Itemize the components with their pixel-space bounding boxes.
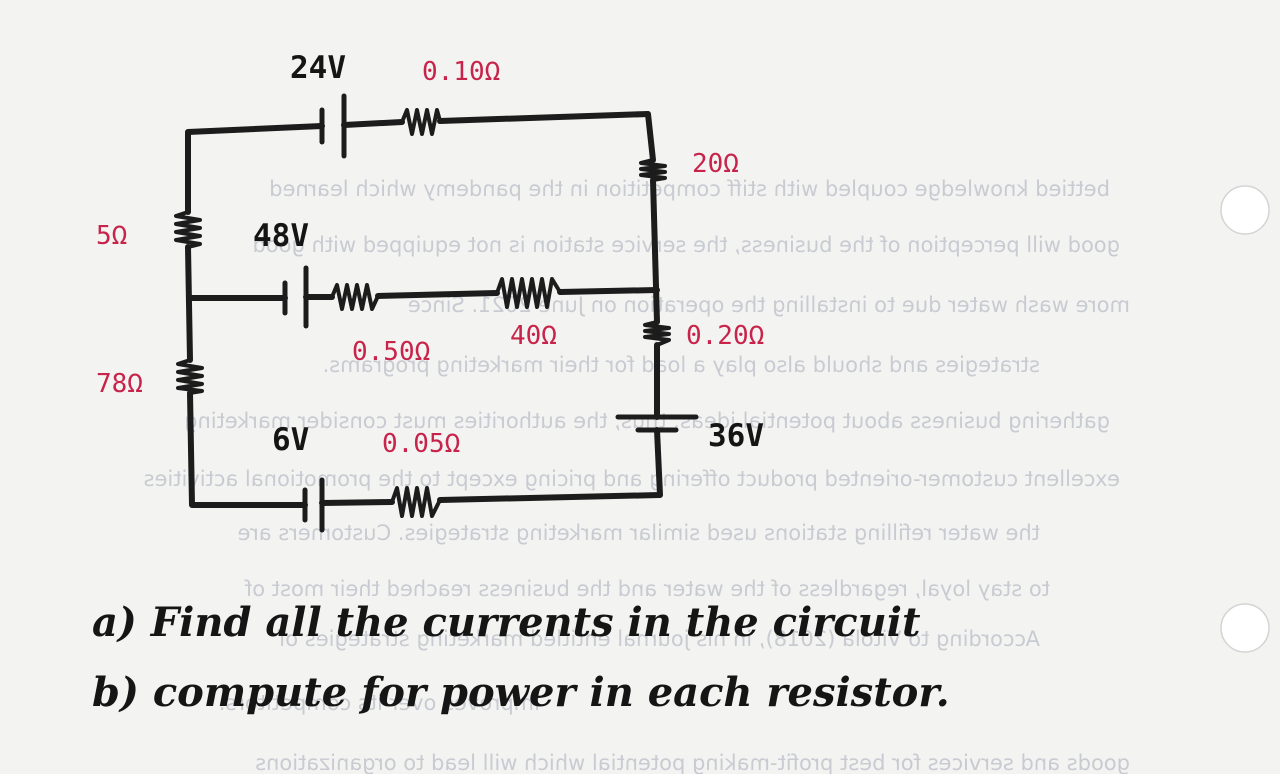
show-through-line: excellent customer-oriented product offe… (144, 467, 1120, 491)
show-through-line: good will perception of the business, th… (252, 233, 1120, 257)
battery-6v (302, 477, 325, 533)
binder-hole (1220, 603, 1270, 653)
label-0-05-ohm: 0.05Ω (382, 429, 460, 459)
show-through-line: According to Vitola (2018), in his journ… (277, 627, 1040, 651)
show-through-line: the water refilling stations used simila… (238, 521, 1040, 545)
resistor-0-20-ohm (643, 320, 671, 347)
resistor-0-05-ohm (390, 486, 442, 518)
label-40-ohm: 40Ω (510, 321, 557, 351)
label-78-ohm: 78Ω (96, 369, 143, 399)
label-0-50-ohm: 0.50Ω (352, 337, 430, 367)
resistor-40-ohm (495, 277, 562, 309)
label-0-20-ohm: 0.20Ω (686, 321, 764, 351)
circuit-wires (185, 111, 663, 508)
resistor-5-ohm (174, 210, 202, 249)
label-0-10-ohm: 0.10Ω (422, 57, 500, 87)
resistor-20-ohm (639, 158, 667, 182)
battery-36v (615, 414, 699, 433)
label-20-ohm: 20Ω (692, 149, 739, 179)
show-through-line: goods and services for best profit-makin… (255, 751, 1130, 774)
show-through-line: strategies and should also play a load f… (323, 353, 1040, 377)
label-36v: 36V (708, 418, 764, 454)
label-48v: 48V (253, 218, 309, 254)
label-6v: 6V (272, 422, 309, 458)
resistor-0-50-ohm (330, 283, 380, 311)
binder-hole (1220, 185, 1270, 235)
show-through-line: improves over its competitors. (219, 691, 540, 715)
question-b: b) compute for power in each resistor. (92, 669, 950, 716)
resistor-78-ohm (176, 358, 204, 395)
show-through-line: bettied knowledge coupled with stiff com… (269, 177, 1110, 201)
label-24v: 24V (290, 50, 346, 86)
question-a: a) Find all the currents in the circuit (92, 599, 921, 646)
label-5-ohm: 5Ω (96, 221, 127, 251)
battery-24v (319, 93, 347, 159)
resistor-0-10-ohm (400, 108, 442, 136)
show-through-line: to stay loyal, regardless of the water a… (244, 577, 1050, 601)
battery-48v (282, 265, 309, 329)
